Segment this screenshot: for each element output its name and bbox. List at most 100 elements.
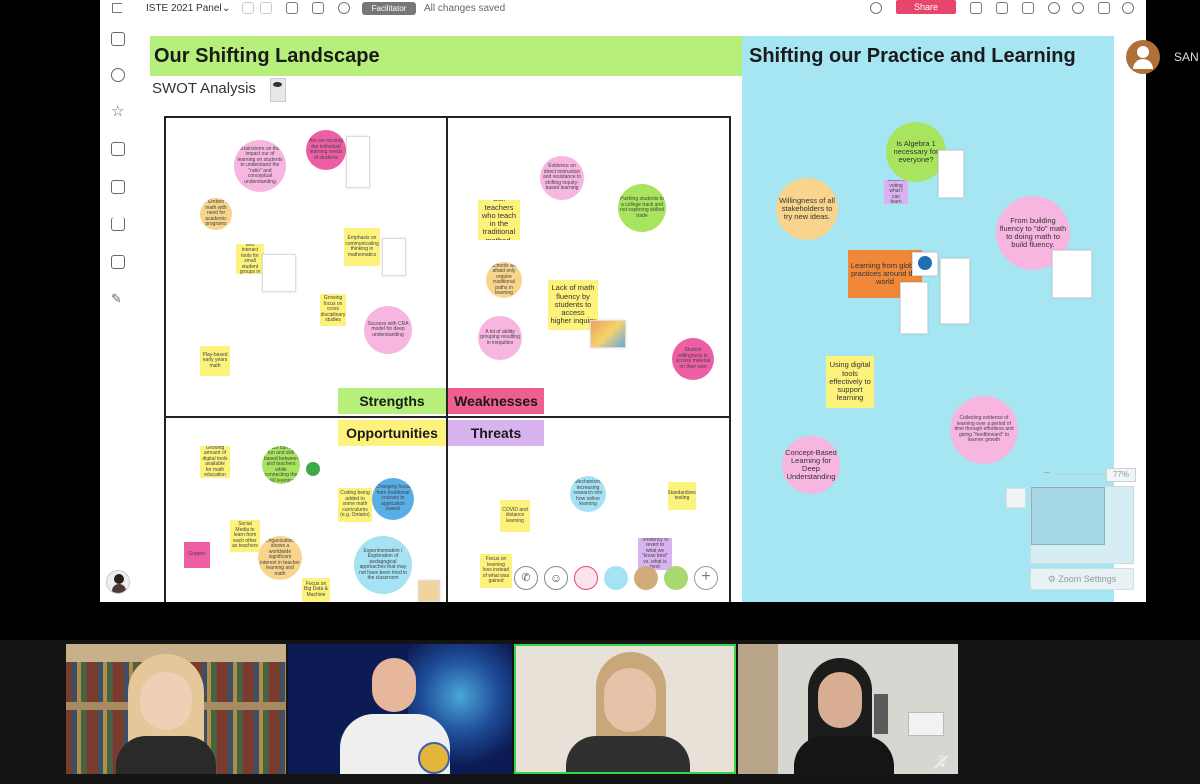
sticky-note[interactable]: Coding being added to some math curricul… [338, 488, 372, 522]
participant-tile-4[interactable]: 🎙 [738, 644, 958, 774]
sticky-note[interactable]: Lack of math fluency by students to acce… [548, 280, 598, 330]
sticky-note[interactable]: Pushing students to a college track and … [618, 184, 666, 232]
sticky-note[interactable]: Emphasis on communicating thinking in ma… [344, 228, 380, 266]
attached-image[interactable] [590, 320, 626, 348]
practice-title: Shifting our Practice and Learning [749, 45, 1076, 67]
participant-tile-3-active[interactable] [514, 644, 736, 774]
minimap[interactable] [1030, 486, 1134, 564]
attached-document[interactable] [382, 238, 406, 276]
sticky-note[interactable]: Play-based early years math [200, 346, 230, 376]
shapes-icon[interactable] [111, 68, 125, 82]
network-icon[interactable] [312, 2, 324, 14]
sticky-note[interactable]: Growing amount of digital tools availabl… [200, 446, 230, 478]
sticky-note[interactable]: Willingness of all stakeholders to try n… [776, 178, 838, 240]
sticky-note[interactable]: Research and interact tools for small st… [236, 244, 264, 274]
sticky-note[interactable]: Experimentation / Exploration of pedagog… [354, 536, 412, 594]
import-icon[interactable] [111, 255, 125, 269]
participant-avatar[interactable] [574, 566, 598, 590]
attached-document[interactable] [418, 580, 440, 602]
participant-tile-2[interactable] [288, 644, 512, 774]
sticky-note[interactable]: Organization shows a worldwide significa… [258, 536, 302, 580]
redo-icon[interactable] [260, 2, 272, 14]
participant-tile-1[interactable] [66, 644, 286, 774]
sticky-note[interactable]: Schools are afraid only require traditio… [486, 262, 522, 298]
exit-board-icon[interactable] [112, 3, 122, 13]
attached-document[interactable] [1052, 250, 1092, 298]
participant-avatar[interactable] [604, 566, 628, 590]
sticky-note[interactable]: Social Media to learn from each other as… [230, 520, 260, 552]
sticky-note[interactable]: A lot of ability grouping resulting in i… [478, 316, 522, 360]
board-canvas[interactable]: Our Shifting Landscape SWOT Analysis Shi… [136, 18, 1146, 602]
sticky-note[interactable]: Focus on learning loss instead of what w… [480, 554, 512, 588]
sticky-note[interactable]: Graphic [184, 542, 210, 568]
sticky-note[interactable]: Is Algebra 1 necessary for everyone? [886, 122, 946, 182]
participant-avatar[interactable] [664, 566, 688, 590]
host-avatar[interactable] [1126, 40, 1160, 74]
phone-icon[interactable]: ✆ [514, 566, 538, 590]
opportunities-label: Opportunities [338, 420, 446, 446]
zoom-settings-label: Zoom Settings [1058, 574, 1117, 584]
grid-icon[interactable] [111, 142, 125, 156]
image-icon[interactable] [111, 180, 125, 194]
sticky-note-icon[interactable] [111, 32, 125, 46]
settings-icon[interactable] [1048, 2, 1060, 14]
upload-icon[interactable] [996, 2, 1008, 14]
star-icon[interactable]: ☆ [111, 103, 125, 120]
add-reaction-button[interactable]: + [694, 566, 718, 590]
facilitator-badge[interactable]: Facilitator [362, 2, 416, 15]
sticky-note[interactable]: Growing focus on cross disciplinary stud… [320, 294, 346, 326]
attached-document[interactable] [346, 136, 370, 188]
attached-document[interactable] [940, 258, 970, 324]
participant-avatar[interactable] [634, 566, 658, 590]
user-avatar[interactable] [106, 570, 130, 594]
help-icon[interactable] [1122, 2, 1134, 14]
pen-icon[interactable]: ✎ [111, 291, 122, 306]
zoom-settings-button[interactable]: ⚙ Zoom Settings [1030, 568, 1134, 590]
attached-document[interactable] [262, 254, 296, 292]
sticky-note[interactable]: Changing focus from traditional courses … [372, 478, 414, 520]
chevron-down-icon[interactable]: ⌄ [222, 3, 231, 14]
section-header-landscape [150, 36, 742, 76]
sticky-note[interactable]: Tendency to revert to what we "know best… [638, 538, 672, 570]
zoom-level-badge[interactable]: 77% [1106, 468, 1136, 482]
comment-icon[interactable] [1022, 2, 1034, 14]
list-icon[interactable] [1098, 2, 1110, 14]
sticky-note[interactable]: Are we missing the individual learning n… [306, 130, 346, 170]
history-icon[interactable] [1072, 2, 1084, 14]
library-icon[interactable] [111, 217, 125, 231]
zoom-out-button[interactable]: − [1044, 468, 1050, 479]
sticky-note[interactable]: Success with CRA model for deep understa… [364, 306, 412, 354]
sticky-note[interactable]: Student willingness to access material o… [672, 338, 714, 380]
host-name: SAN [1174, 50, 1199, 64]
weaknesses-label: Weaknesses [448, 388, 544, 414]
sticky-note[interactable]: Concept-Based Learning for Deep Understa… [782, 436, 840, 494]
timer-icon[interactable] [338, 2, 350, 14]
gear-icon: ⚙ [1047, 574, 1056, 584]
sticky-note[interactable]: Focus on Big Data & Machine [302, 578, 330, 602]
swot-grid [164, 116, 731, 602]
sticky-note[interactable]: Embed math with need for academic progra… [200, 198, 232, 230]
sticky-note[interactable]: Evidence on direct instruction and resis… [540, 156, 584, 200]
undo-icon[interactable] [242, 2, 254, 14]
sticky-note[interactable]: Brainstorm on the impact our of learning… [234, 140, 286, 192]
whiteboard-app: ISTE 2021 Panel ⌄ Facilitator All change… [100, 0, 1146, 602]
sticky-note[interactable]: Still teachers who teach in the traditio… [478, 200, 520, 240]
share-button[interactable]: Share [896, 0, 956, 14]
strengths-label: Strengths [338, 388, 446, 414]
sticky-note[interactable]: COVID and distance learning [500, 500, 530, 532]
attached-document[interactable] [938, 150, 964, 198]
minimap-toggle-icon[interactable] [1006, 488, 1026, 508]
download-icon[interactable] [970, 2, 982, 14]
sticky-note[interactable]: Student voting what I can learn [884, 180, 908, 204]
sticky-note[interactable]: Collecting evidence of learning over a p… [950, 396, 1018, 464]
frame-icon[interactable] [286, 2, 298, 14]
attached-document[interactable] [900, 282, 928, 334]
emoji-icon[interactable]: ☺ [544, 566, 568, 590]
board-title[interactable]: ISTE 2021 Panel [146, 3, 222, 14]
sticky-note[interactable]: Using digital tools effectively to suppo… [826, 356, 874, 408]
user-add-icon[interactable] [870, 2, 882, 14]
attached-image[interactable] [912, 252, 938, 276]
sticky-note[interactable]: Standardized testing [668, 482, 696, 510]
sticky-note[interactable]: Math can be fun and skill based between … [262, 446, 300, 484]
sticky-note[interactable]: Mechanism: increasing research into how … [570, 476, 606, 512]
